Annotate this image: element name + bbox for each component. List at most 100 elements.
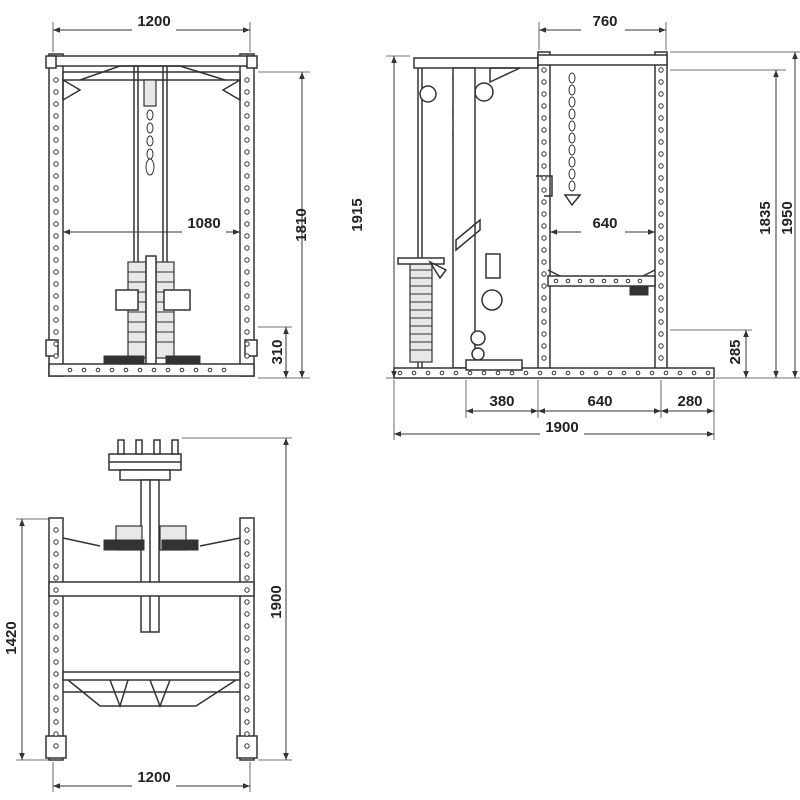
upright-hole (658, 223, 664, 229)
upright-hole (244, 551, 250, 557)
upright-hole (541, 67, 547, 73)
side-top-arm (413, 57, 539, 69)
upright-hole (244, 563, 250, 569)
side-stack-column (452, 67, 476, 369)
upright-hole (53, 173, 59, 179)
rail-hole (509, 370, 515, 376)
front-base-beam (48, 363, 255, 377)
rail-hole (677, 370, 683, 376)
upright-hole (658, 91, 664, 97)
upright-hole (658, 211, 664, 217)
upright-hole (244, 269, 250, 275)
upright-hole (53, 197, 59, 203)
upright-hole (244, 185, 250, 191)
upright-hole (244, 527, 250, 533)
rail-hole (151, 367, 157, 373)
upright-hole (53, 305, 59, 311)
upright-hole (244, 221, 250, 227)
upright-hole (244, 719, 250, 725)
upright-hole (53, 125, 59, 131)
side-right-height-label: 1950 (779, 201, 796, 234)
rail-hole (453, 370, 459, 376)
upright-hole (53, 221, 59, 227)
upright-hole (244, 197, 250, 203)
upright-hole (244, 293, 250, 299)
upright-hole (541, 115, 547, 121)
upright-hole (658, 331, 664, 337)
rail-hole (705, 370, 711, 376)
upright-hole (244, 707, 250, 713)
upright-hole (244, 245, 250, 251)
front-view (45, 53, 258, 377)
upright-hole (658, 319, 664, 325)
front-weight-stack (103, 255, 201, 377)
upright-hole (53, 137, 59, 143)
upright-hole (53, 101, 59, 107)
front-chain (143, 79, 157, 176)
upright-hole (658, 199, 664, 205)
upright-hole (541, 103, 547, 109)
rail-hole (637, 278, 643, 284)
upright-hole (53, 563, 59, 569)
rail-hole (221, 367, 227, 373)
rail-hole (165, 367, 171, 373)
upright-hole (244, 137, 250, 143)
upright-hole (658, 67, 664, 73)
upright-hole (53, 329, 59, 335)
upright-hole (244, 731, 250, 737)
upright-hole (244, 329, 250, 335)
rail-hole (439, 370, 445, 376)
upright-hole (244, 683, 250, 689)
upright-hole (658, 235, 664, 241)
upright-hole (658, 127, 664, 133)
rail-hole (123, 367, 129, 373)
upright-hole (541, 211, 547, 217)
upright-hole (53, 341, 59, 347)
upright-hole (53, 293, 59, 299)
side-seg-left-label: 380 (489, 393, 514, 410)
upright-hole (541, 307, 547, 313)
top-cross-beam (48, 581, 255, 597)
upright-hole (541, 187, 547, 193)
upright-hole (53, 635, 59, 641)
side-depth-label: 760 (592, 13, 617, 30)
upright-hole (244, 257, 250, 263)
upright-hole (541, 199, 547, 205)
upright-hole (244, 209, 250, 215)
front-pulley-bracket (79, 65, 226, 81)
upright-hole (541, 223, 547, 229)
rail-hole (565, 370, 571, 376)
upright-hole (658, 307, 664, 313)
rail-hole (593, 370, 599, 376)
upright-hole (244, 671, 250, 677)
upright-hole (541, 235, 547, 241)
front-inner-width-label: 1080 (187, 215, 220, 232)
upright-hole (244, 89, 250, 95)
rail-hole (207, 367, 213, 373)
upright-hole (53, 599, 59, 605)
upright-hole (53, 743, 59, 749)
upright-hole (244, 635, 250, 641)
rail-hole (579, 370, 585, 376)
upright-hole (53, 707, 59, 713)
rail-hole (649, 370, 655, 376)
rail-hole (495, 370, 501, 376)
upright-hole (53, 209, 59, 215)
upright-hole (53, 647, 59, 653)
upright-hole (658, 163, 664, 169)
upright-hole (541, 139, 547, 145)
upright-hole (244, 113, 250, 119)
upright-hole (541, 163, 547, 169)
upright-hole (244, 77, 250, 83)
upright-hole (53, 185, 59, 191)
side-seg-right-label: 280 (677, 393, 702, 410)
rail-hole (691, 370, 697, 376)
upright-hole (658, 151, 664, 157)
upright-hole (53, 587, 59, 593)
upright-hole (244, 623, 250, 629)
upright-hole (244, 647, 250, 653)
upright-hole (53, 317, 59, 323)
upright-hole (658, 139, 664, 145)
rail-hole (425, 370, 431, 376)
